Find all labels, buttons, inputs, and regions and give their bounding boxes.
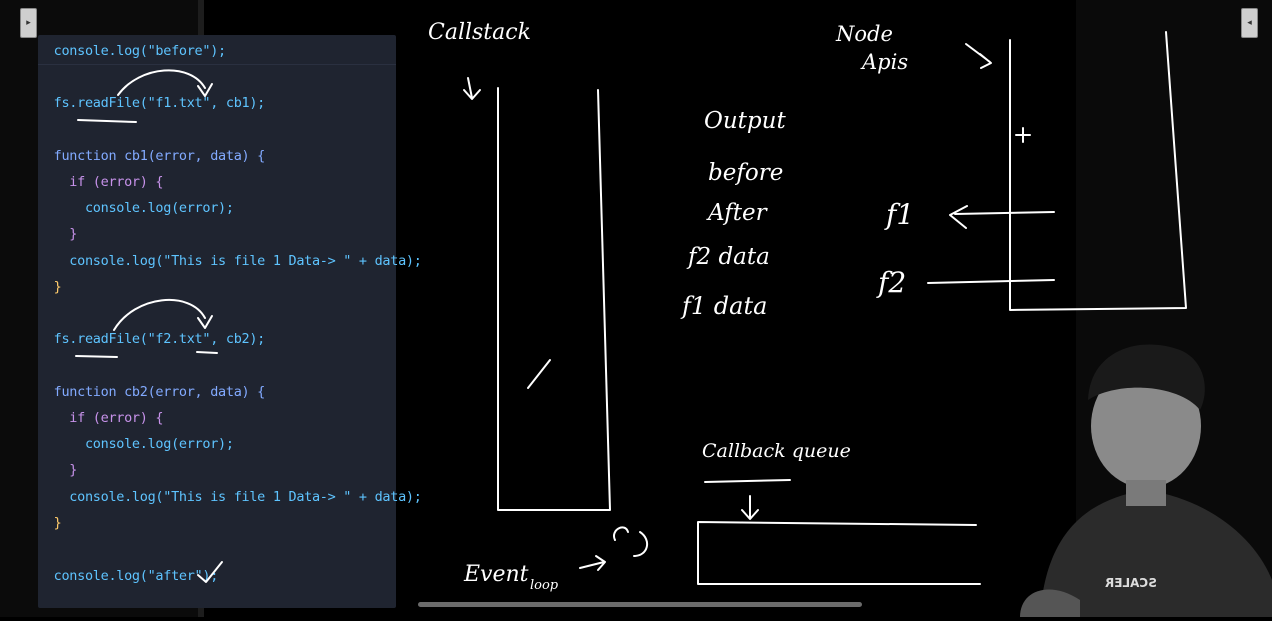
callback-queue-box — [697, 521, 981, 585]
code-text: } — [53, 226, 78, 242]
shirt-logo-text: SCALER — [1105, 576, 1157, 590]
event-loop-label-1: Event — [464, 562, 529, 587]
code-text: } — [53, 515, 62, 531]
code-text: console.log("This is file 1 Data-> " + d… — [53, 489, 422, 505]
api-f1-label: f1 — [886, 198, 915, 231]
code-line-16: console.log("after"); — [38, 563, 396, 589]
node-apis-label-2: Apis — [862, 50, 909, 74]
call-stack-label: Callstack — [428, 20, 531, 45]
code-line-14: console.log("This is file 1 Data-> " + d… — [38, 484, 422, 510]
code-line-5: console.log(error); — [38, 195, 396, 221]
code-text: fs.readFile("f2.txt", cb2); — [53, 331, 266, 347]
code-line-9: fs.readFile("f2.txt", cb2); — [38, 326, 396, 352]
collapse-right-button[interactable]: ◂ — [1241, 8, 1258, 38]
f2-line — [927, 279, 1055, 284]
code-text: if (error) { — [53, 410, 164, 426]
callback-queue-arrow — [741, 495, 759, 520]
call-stack-arrow — [463, 77, 481, 100]
code-line-3: function cb1(error, data) { — [38, 143, 396, 169]
plus-mark — [1015, 127, 1031, 143]
code-line-4: if (error) { — [38, 169, 396, 195]
node-apis-arrow — [965, 43, 992, 69]
presenter-image — [1020, 344, 1272, 617]
horizontal-scrollbar[interactable] — [418, 602, 862, 607]
collapse-left-button[interactable]: ▸ — [20, 8, 37, 38]
code-text: fs.readFile("f1.txt", cb1); — [53, 95, 266, 111]
code-line-7: console.log("This is file 1 Data-> " + d… — [38, 248, 422, 274]
callback-queue-underline — [704, 479, 791, 483]
event-loop-label-2: loop — [530, 578, 559, 593]
code-text: console.log("This is file 1 Data-> " + d… — [53, 253, 422, 269]
code-line-12: console.log(error); — [38, 431, 396, 457]
code-text: console.log(error); — [53, 200, 234, 216]
code-text: console.log(error); — [53, 436, 234, 452]
event-loop-cycle-icon — [613, 526, 649, 557]
stack-mark — [527, 359, 551, 389]
output-line-3: f2 data — [688, 244, 770, 270]
output-line-2: After — [708, 200, 767, 226]
code-line-15: } — [38, 510, 396, 536]
api-f2-label: f2 — [878, 266, 907, 299]
code-line-1: console.log("before"); — [38, 38, 396, 65]
output-title: Output — [704, 108, 786, 134]
code-line-11: if (error) { — [38, 405, 396, 431]
code-line-2: fs.readFile("f1.txt", cb1); — [38, 90, 396, 116]
code-text: } — [53, 279, 62, 295]
callback-queue-label: Callback queue — [702, 440, 851, 462]
presenter-video: SCALER — [1020, 330, 1272, 617]
code-text: console.log("after"); — [53, 568, 219, 584]
code-line-8: } — [38, 274, 396, 300]
code-text: console.log("before"); — [53, 43, 227, 59]
code-text: if (error) { — [53, 174, 164, 190]
code-text: function cb2(error, data) { — [53, 384, 266, 400]
code-line-6: } — [38, 221, 396, 247]
code-line-13: } — [38, 457, 396, 483]
f1-arrow — [949, 205, 1055, 229]
node-apis-label-1: Node — [836, 22, 893, 46]
code-text: } — [53, 462, 78, 478]
event-loop-arrow — [579, 555, 606, 571]
code-line-10: function cb2(error, data) { — [38, 379, 396, 405]
call-stack-box — [497, 87, 611, 511]
output-line-4: f1 data — [682, 292, 768, 320]
code-text: function cb1(error, data) { — [53, 148, 266, 164]
output-line-1: before — [708, 160, 784, 186]
code-editor: console.log("before"); fs.readFile("f1.t… — [38, 35, 422, 608]
